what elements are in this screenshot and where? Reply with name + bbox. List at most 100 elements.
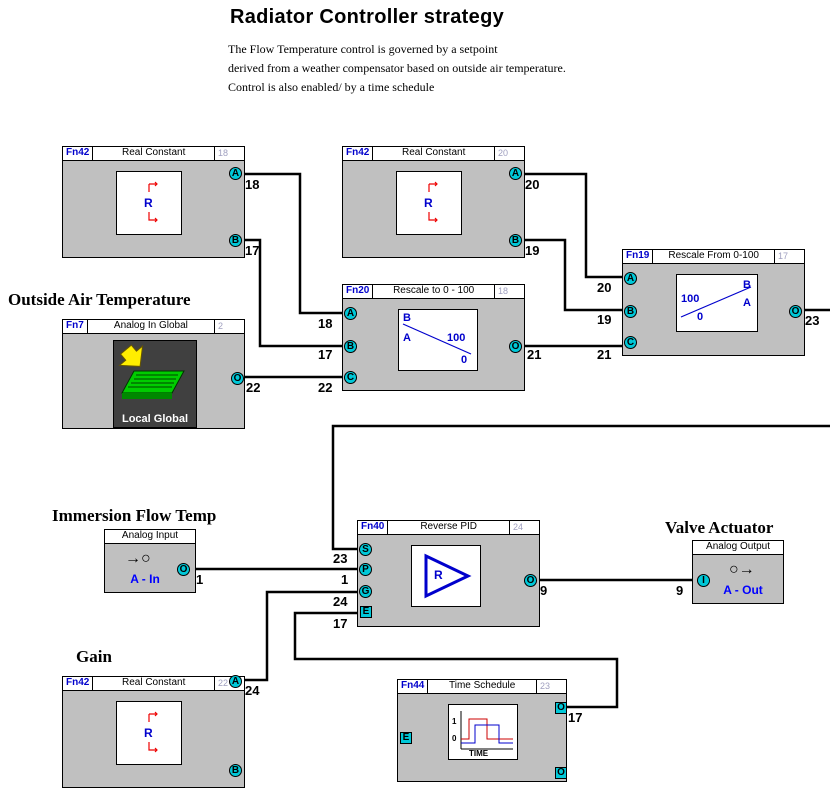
port-a[interactable]: A bbox=[229, 675, 242, 688]
block-header: Fn19 Rescale From 0-100 17 bbox=[623, 250, 804, 264]
wire-19 bbox=[522, 238, 624, 312]
analog-output-block[interactable]: Analog Output ○→ A - Out I bbox=[692, 540, 784, 604]
constant-icon: R bbox=[396, 171, 462, 235]
schedule-y0: 0 bbox=[452, 734, 457, 743]
block-title: Analog In Global bbox=[88, 320, 215, 333]
block-title: Real Constant bbox=[93, 147, 215, 160]
block-title: Rescale From 0-100 bbox=[653, 250, 775, 263]
port-a[interactable]: A bbox=[509, 167, 522, 180]
rescale-b: B bbox=[743, 279, 751, 291]
port-b[interactable]: B bbox=[229, 234, 242, 247]
constant-r-label: R bbox=[424, 196, 433, 210]
analog-in-global-block[interactable]: Fn7 Analog In Global 2 Local Global O bbox=[62, 319, 245, 429]
port-e[interactable]: E bbox=[400, 732, 412, 744]
wire-label: 17 bbox=[245, 243, 260, 258]
port-o[interactable]: O bbox=[789, 305, 802, 318]
constant-arrows-icon bbox=[428, 181, 438, 223]
port-s[interactable]: S bbox=[359, 543, 372, 556]
port-a[interactable]: A bbox=[344, 307, 357, 320]
wire-label: 23 bbox=[333, 551, 348, 566]
schedule-axis-label: TIME bbox=[469, 749, 489, 758]
port-o[interactable]: O bbox=[177, 563, 190, 576]
port-o[interactable]: O bbox=[524, 574, 537, 587]
port-o[interactable]: O bbox=[555, 767, 567, 779]
block-fn: Fn44 bbox=[398, 680, 429, 693]
wire-label: 20 bbox=[525, 177, 540, 192]
section-label-oat: Outside Air Temperature bbox=[8, 290, 191, 309]
constant-r-label: R bbox=[144, 196, 153, 210]
port-g[interactable]: G bbox=[359, 585, 372, 598]
block-title: Analog Input bbox=[105, 530, 195, 544]
rescale-a: A bbox=[743, 297, 751, 309]
block-title: Real Constant bbox=[93, 677, 215, 690]
reverse-pid-block[interactable]: Fn40 Reverse PID 24 R S P G E O bbox=[357, 520, 540, 627]
block-fn: Fn42 bbox=[63, 147, 94, 160]
port-c[interactable]: C bbox=[624, 336, 637, 349]
block-title: Time Schedule bbox=[428, 680, 537, 693]
port-o[interactable]: O bbox=[231, 372, 244, 385]
rescale-100: 100 bbox=[447, 332, 466, 344]
port-b[interactable]: B bbox=[509, 234, 522, 247]
wire-label: 22 bbox=[318, 380, 333, 395]
wire-label: 23 bbox=[805, 313, 820, 328]
section-label-valve: Valve Actuator bbox=[665, 518, 774, 537]
input-arrow-icon: →○ bbox=[125, 550, 151, 567]
description-line: Control is also enabled/ by a time sched… bbox=[228, 80, 435, 94]
block-title: Real Constant bbox=[373, 147, 495, 160]
block-fn: Fn20 bbox=[343, 285, 374, 298]
rescale-from-block[interactable]: Fn19 Rescale From 0-100 17 B A 100 0 A B… bbox=[622, 249, 805, 356]
port-o[interactable]: O bbox=[509, 340, 522, 353]
wire-label: 1 bbox=[196, 572, 204, 587]
port-a[interactable]: A bbox=[624, 272, 637, 285]
wire-label: 18 bbox=[245, 177, 260, 192]
time-schedule-block[interactable]: Fn44 Time Schedule 23 1 0 TIME E O O bbox=[397, 679, 567, 782]
port-e[interactable]: E bbox=[360, 606, 372, 618]
port-o[interactable]: O bbox=[555, 702, 567, 714]
port-a[interactable]: A bbox=[229, 167, 242, 180]
pid-icon: R bbox=[411, 545, 481, 607]
block-title: Reverse PID bbox=[388, 521, 510, 534]
port-b[interactable]: B bbox=[229, 764, 242, 777]
real-constant-block[interactable]: Fn42 Real Constant 22 R A B bbox=[62, 675, 245, 788]
port-b[interactable]: B bbox=[624, 305, 637, 318]
wire-20 bbox=[522, 172, 624, 279]
block-fn: Fn19 bbox=[623, 250, 654, 263]
wire-label: 20 bbox=[597, 280, 612, 295]
port-c[interactable]: C bbox=[344, 371, 357, 384]
wire-label: 9 bbox=[676, 583, 684, 598]
constant-arrows-icon bbox=[148, 181, 158, 223]
section-label-immersion: Immersion Flow Temp bbox=[52, 506, 217, 525]
block-id: 18 bbox=[498, 286, 509, 296]
schedule-icon: 1 0 TIME bbox=[448, 704, 518, 760]
rescale-to-block[interactable]: Fn20 Rescale to 0 - 100 18 B A 100 0 A B… bbox=[342, 284, 525, 391]
rescale-icon: B A 100 0 bbox=[676, 274, 758, 332]
block-id: 23 bbox=[540, 681, 551, 691]
input-label: A - In bbox=[130, 572, 160, 586]
real-constant-block[interactable]: Fn42 Real Constant 20 R A B bbox=[342, 146, 525, 258]
block-id: 17 bbox=[778, 251, 789, 261]
rescale-line-icon bbox=[402, 323, 472, 355]
block-fn: Fn42 bbox=[343, 147, 374, 160]
analog-input-block[interactable]: Analog Input →○ A - In O bbox=[104, 529, 196, 593]
block-fn: Fn7 bbox=[63, 320, 88, 333]
port-b[interactable]: B bbox=[344, 340, 357, 353]
wire-label: 24 bbox=[333, 594, 348, 609]
global-icon: Local Global bbox=[113, 340, 197, 428]
wire-23-feedback bbox=[331, 424, 830, 551]
block-header: Fn42 Real Constant 22 bbox=[63, 677, 244, 691]
real-constant-block[interactable]: Fn42 Real Constant 18 R A B bbox=[62, 146, 245, 258]
pid-triangle-icon bbox=[424, 553, 472, 599]
port-i[interactable]: I bbox=[697, 574, 710, 587]
block-header: Fn42 Real Constant 18 bbox=[63, 147, 244, 161]
wire-17-enable bbox=[293, 611, 619, 709]
wire-label: 19 bbox=[525, 243, 540, 258]
wire-label: 19 bbox=[597, 312, 612, 327]
output-label: A - Out bbox=[723, 583, 763, 597]
block-title: Rescale to 0 - 100 bbox=[373, 285, 495, 298]
port-p[interactable]: P bbox=[359, 563, 372, 576]
wire-label: 17 bbox=[318, 347, 333, 362]
block-header: Fn40 Reverse PID 24 bbox=[358, 521, 539, 535]
block-fn: Fn42 bbox=[63, 677, 94, 690]
wire-label: 17 bbox=[568, 710, 583, 725]
